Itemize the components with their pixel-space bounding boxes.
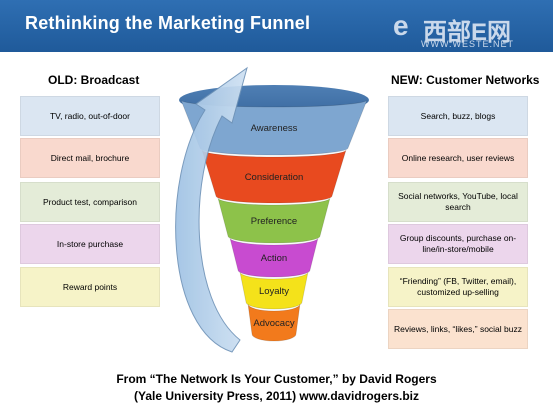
funnel-stage-consideration [201, 149, 347, 204]
funnel-label-preference: Preference [251, 216, 297, 227]
new-item-2: Online research, user reviews [388, 138, 528, 178]
feedback-arrow [175, 66, 248, 353]
old-column-title: OLD: Broadcast [48, 73, 140, 87]
old-item-3: Product test, comparison [20, 182, 160, 222]
funnel-label-awareness: Awareness [251, 123, 298, 134]
funnel-label-loyalty: Loyalty [259, 286, 289, 297]
funnel-stage-preference [217, 197, 331, 244]
old-item-4: In-store purchase [20, 224, 160, 264]
source-citation-line2: (Yale University Press, 2011) www.davidr… [133, 389, 420, 403]
funnel-stage-advocacy [247, 303, 301, 342]
old-item-5: Reward points [20, 267, 160, 307]
new-item-6: Reviews, links, “likes,” social buzz [388, 309, 528, 349]
page-title: Rethinking the Marketing Funnel [25, 13, 311, 33]
funnel-stage-action [229, 237, 319, 278]
funnel-label-consideration: Consideration [245, 172, 304, 183]
header-bar: Rethinking the Marketing Funnel e 西部E网 W… [0, 0, 553, 52]
funnel-label-advocacy: Advocacy [253, 318, 294, 329]
funnel-label-action: Action [261, 253, 287, 264]
new-item-3: Social networks, YouTube, local search [388, 182, 528, 222]
logo-e-icon: e [393, 10, 409, 41]
old-item-1: TV, radio, out-of-door [20, 96, 160, 136]
new-item-5: “Friending” (FB, Twitter, email), custom… [388, 267, 528, 307]
old-item-2: Direct mail, brochure [20, 138, 160, 178]
watermark-logo: e 西部E网 WWW.WESTE.NET [393, 6, 543, 50]
funnel-stage-loyalty [239, 271, 309, 310]
new-item-4: Group discounts, purchase on-line/in-sto… [388, 224, 528, 264]
logo-url: WWW.WESTE.NET [421, 39, 514, 49]
source-citation-line1: From “The Network Is Your Customer,” by … [116, 372, 437, 386]
logo-name: 西部E网 [423, 19, 512, 46]
new-item-1: Search, buzz, blogs [388, 96, 528, 136]
new-column-title: NEW: Customer Networks [391, 73, 540, 87]
